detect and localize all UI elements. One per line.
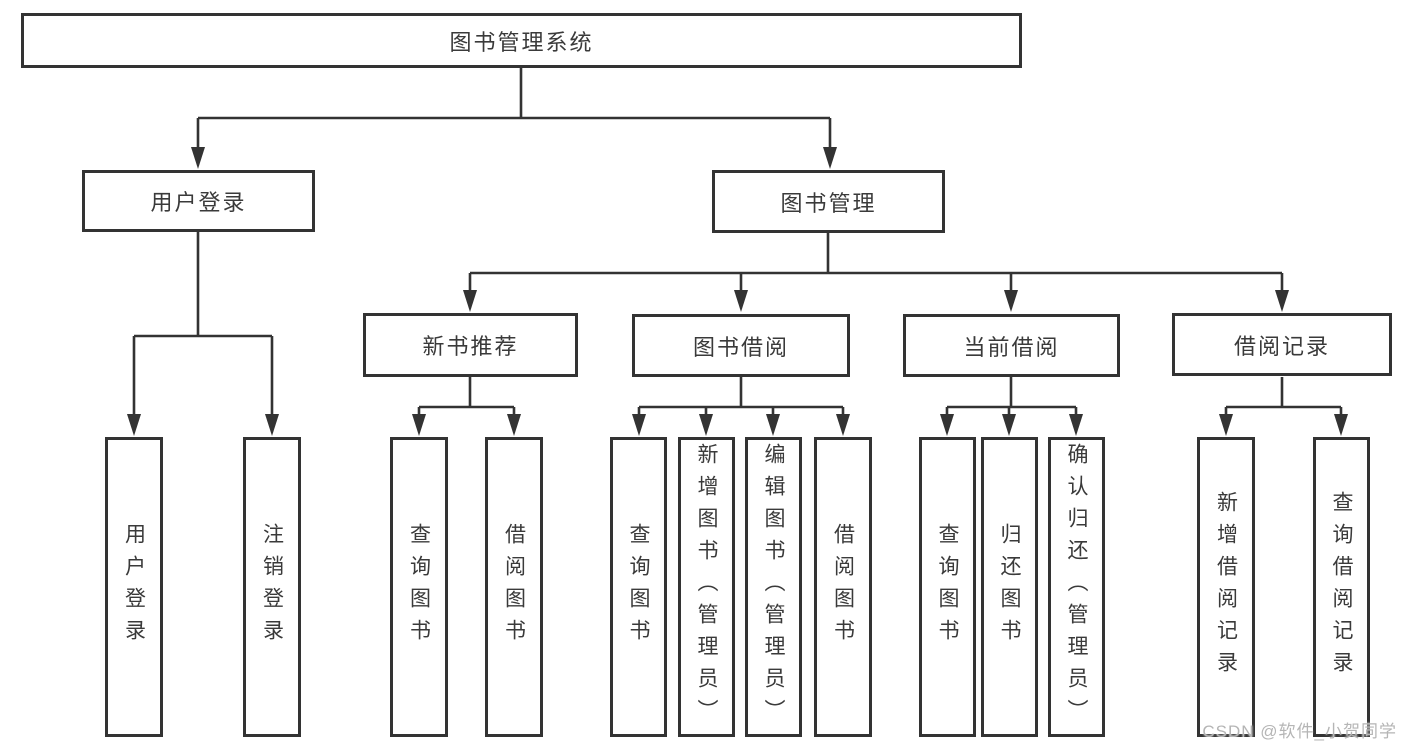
node-label: 借阅图书 bbox=[502, 523, 526, 651]
arrowhead bbox=[412, 414, 426, 436]
node-label: 新书推荐 bbox=[422, 334, 519, 359]
connector-new-book-children bbox=[417, 377, 516, 414]
arrowhead bbox=[507, 414, 521, 436]
node-label: 用户登录 bbox=[150, 190, 247, 215]
arrowhead bbox=[632, 414, 646, 436]
watermark: CSDN @软件_小贺同学 bbox=[1202, 722, 1397, 741]
leaf-logout: 注销登录 bbox=[243, 437, 301, 737]
node-book-management: 图书管理 bbox=[712, 170, 945, 233]
node-label: 借阅图书 bbox=[831, 523, 855, 651]
connector-book-borrow-children bbox=[637, 377, 845, 414]
connector-user-login-children bbox=[132, 232, 274, 414]
node-user-login: 用户登录 bbox=[82, 170, 315, 232]
arrowhead bbox=[1334, 414, 1348, 436]
arrowheads-book-management-children bbox=[463, 290, 1289, 312]
arrowhead bbox=[699, 414, 713, 436]
arrowhead bbox=[1219, 414, 1233, 436]
node-label: 编辑图书（管理员） bbox=[762, 443, 785, 731]
node-label: 查询图书 bbox=[936, 523, 959, 651]
arrowhead bbox=[1275, 290, 1289, 312]
node-label: 新增借阅记录 bbox=[1214, 491, 1238, 683]
connector-current-borrow-children bbox=[945, 377, 1078, 414]
leaf-query-book-1: 查询图书 bbox=[390, 437, 448, 737]
arrowheads-records-children bbox=[1219, 414, 1348, 436]
node-label: 查询图书 bbox=[627, 523, 650, 651]
node-label: 当前借阅 bbox=[963, 334, 1060, 360]
arrowhead bbox=[734, 290, 748, 312]
node-label: 图书借阅 bbox=[692, 334, 789, 360]
node-label: 用户登录 bbox=[122, 523, 146, 651]
leaf-user-login: 用户登录 bbox=[105, 437, 163, 737]
node-borrow-records: 借阅记录 bbox=[1172, 313, 1392, 376]
leaf-query-borrow-record: 查询借阅记录 bbox=[1313, 437, 1370, 737]
node-new-book-recommend: 新书推荐 bbox=[363, 313, 578, 377]
node-label: 图书管理系统 bbox=[449, 29, 594, 55]
leaf-borrow-book-2: 借阅图书 bbox=[814, 437, 872, 737]
arrowheads-new-book-children bbox=[412, 414, 521, 436]
leaf-query-book-3: 查询图书 bbox=[919, 437, 976, 737]
node-label: 归还图书 bbox=[998, 523, 1021, 651]
node-label: 确认归还（管理员） bbox=[1065, 443, 1088, 731]
node-label: 注销登录 bbox=[260, 523, 284, 651]
node-label: 图书管理 bbox=[780, 190, 877, 216]
leaf-confirm-return-admin: 确认归还（管理员） bbox=[1048, 437, 1105, 737]
arrowhead bbox=[823, 147, 837, 169]
arrowheads-user-login-children bbox=[127, 414, 279, 436]
arrowhead bbox=[766, 414, 780, 436]
arrowhead bbox=[463, 290, 477, 312]
arrowhead bbox=[265, 414, 279, 436]
arrowheads-book-borrow-children bbox=[632, 414, 850, 436]
leaf-borrow-book-1: 借阅图书 bbox=[485, 437, 543, 737]
connector-records-children bbox=[1224, 377, 1343, 414]
leaf-return-book: 归还图书 bbox=[981, 437, 1038, 737]
node-label: 查询图书 bbox=[407, 523, 431, 651]
arrowhead bbox=[1002, 414, 1016, 436]
node-label: 借阅记录 bbox=[1233, 333, 1330, 359]
connector-book-management-children bbox=[468, 233, 1284, 290]
arrowhead bbox=[127, 414, 141, 436]
node-label: 查询借阅记录 bbox=[1330, 491, 1353, 683]
leaf-edit-book-admin: 编辑图书（管理员） bbox=[745, 437, 802, 737]
node-root: 图书管理系统 bbox=[21, 13, 1022, 68]
arrowhead bbox=[940, 414, 954, 436]
node-current-borrow: 当前借阅 bbox=[903, 314, 1120, 377]
arrowhead bbox=[1004, 290, 1018, 312]
leaf-add-book-admin: 新增图书（管理员） bbox=[678, 437, 735, 737]
node-label: 新增图书（管理员） bbox=[695, 443, 718, 731]
node-book-borrow: 图书借阅 bbox=[632, 314, 850, 377]
connector-root-children bbox=[196, 68, 832, 150]
leaf-query-book-2: 查询图书 bbox=[610, 437, 667, 737]
arrowheads-root-children bbox=[191, 147, 837, 169]
arrowhead bbox=[191, 147, 205, 169]
arrowhead bbox=[836, 414, 850, 436]
arrowheads-current-borrow-children bbox=[940, 414, 1083, 436]
arrowhead bbox=[1069, 414, 1083, 436]
leaf-add-borrow-record: 新增借阅记录 bbox=[1197, 437, 1255, 737]
